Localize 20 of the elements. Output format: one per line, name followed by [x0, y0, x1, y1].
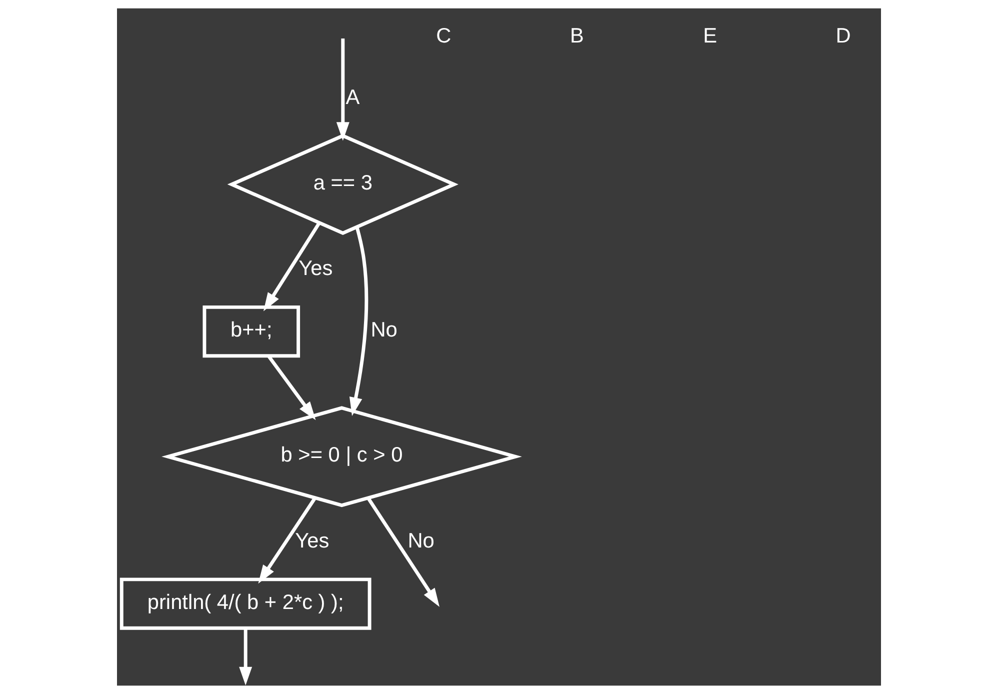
edge-label: A: [345, 86, 358, 109]
label: E: [702, 24, 717, 48]
node-diamond: b >= 0 | c > 0: [161, 406, 522, 508]
edge-label: Yes: [294, 529, 329, 552]
edge-label: No: [370, 318, 397, 342]
label: B: [569, 24, 584, 48]
arrow: [348, 226, 368, 416]
node-diamond: a == 3: [226, 134, 458, 235]
node-box: b++;: [202, 305, 300, 358]
edge-label: No: [407, 529, 434, 552]
label: C: [436, 24, 451, 48]
node-box: println( 4/( b + 2*c ) );: [119, 578, 371, 630]
arrow: [266, 355, 316, 420]
arrow: [262, 222, 320, 312]
arrow: [258, 497, 316, 584]
arrow: [366, 497, 439, 607]
edge-label: Yes: [298, 257, 332, 280]
arrow: [336, 38, 349, 141]
label: D: [835, 24, 850, 48]
arrow: [238, 628, 252, 686]
